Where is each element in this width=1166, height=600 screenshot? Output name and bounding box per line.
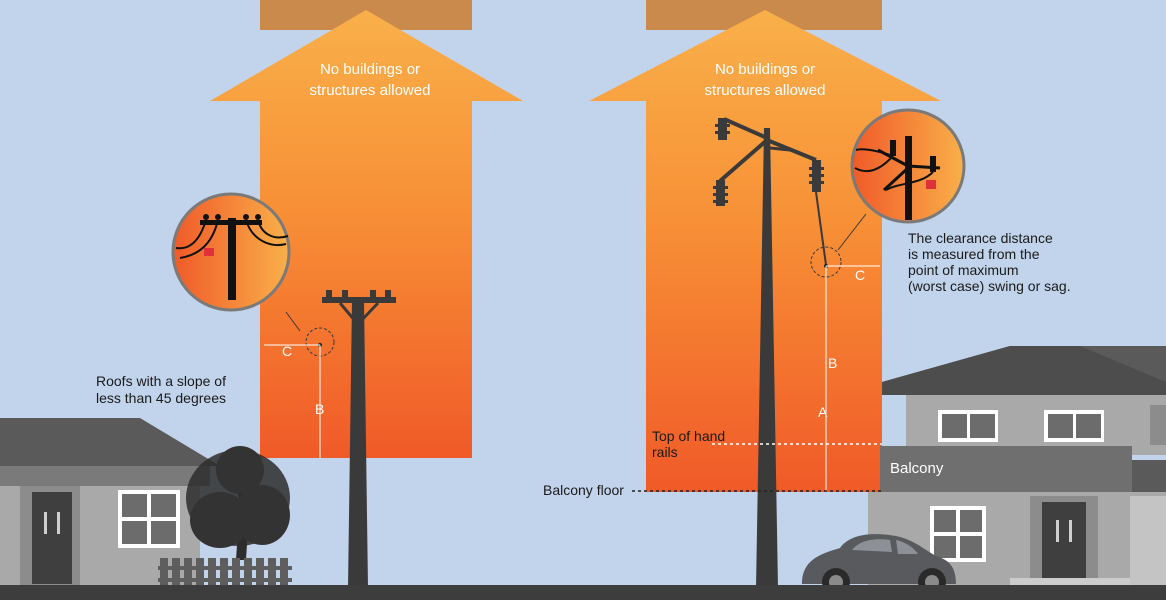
clearance-label-line2: is measured from the <box>908 246 1040 262</box>
ground <box>0 585 1166 600</box>
left-arrow-label-line1: No buildings or <box>320 61 420 78</box>
roofs-label-line2: less than 45 degrees <box>96 390 226 406</box>
height-reference-lines <box>632 443 882 492</box>
right-dim-c: C <box>855 267 865 283</box>
left-arrow-label-line2: structures allowed <box>310 82 431 99</box>
clearance-label: The clearance distance is measured from … <box>908 230 1071 294</box>
hand-rails-label-line2: rails <box>652 444 678 460</box>
clearance-label-line4: (worst case) swing or sag. <box>908 278 1071 294</box>
left-power-pole <box>322 290 396 588</box>
left-dimensions: B C <box>264 311 335 458</box>
tree <box>186 446 290 560</box>
clearance-label-line1: The clearance distance <box>908 230 1053 246</box>
roofs-label-line1: Roofs with a slope of <box>96 373 226 389</box>
right-dim-b: B <box>828 355 837 371</box>
right-arrow-label-line2: structures allowed <box>705 82 826 99</box>
roofs-label: Roofs with a slope of less than 45 degre… <box>96 373 226 406</box>
right-dimensions: B A C <box>810 213 880 492</box>
clearance-label-line3: point of maximum <box>908 262 1018 278</box>
fence <box>158 558 292 588</box>
left-detail-magnifier <box>171 192 291 312</box>
right-house: Balcony <box>868 346 1166 588</box>
hand-rails-label-line1: Top of hand <box>652 428 725 444</box>
right-detail-magnifier <box>850 108 966 224</box>
balcony-floor-label: Balcony floor <box>543 482 624 498</box>
left-dim-c: C <box>282 343 292 359</box>
left-no-build-arrow: No buildings or structures allowed <box>210 0 523 458</box>
right-dim-a: A <box>818 404 828 420</box>
left-dim-b: B <box>315 401 324 417</box>
balcony-label: Balcony <box>890 460 944 477</box>
right-arrow-label-line1: No buildings or <box>715 61 815 78</box>
right-power-pole <box>713 117 827 588</box>
